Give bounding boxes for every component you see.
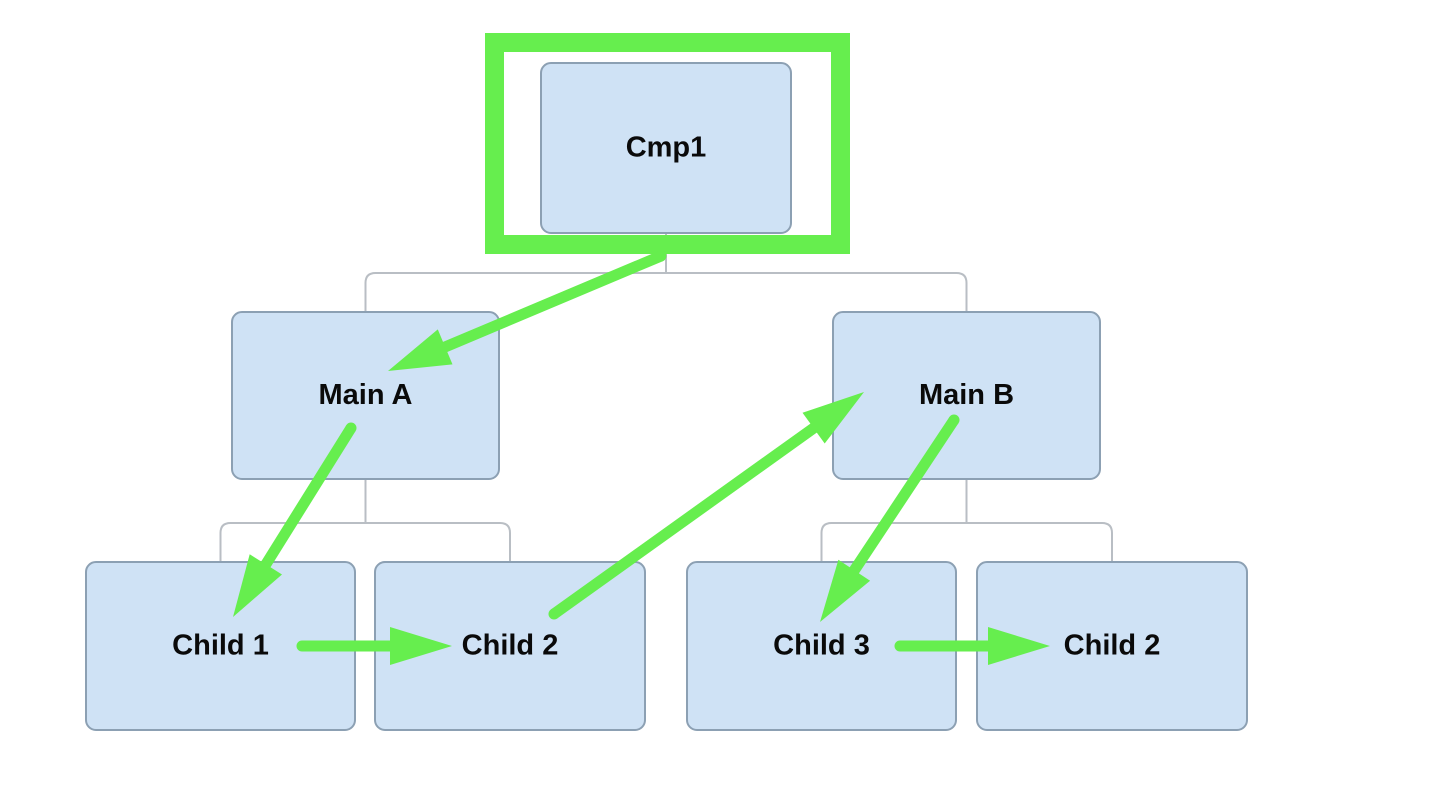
annotation-arrow-child1-to-child2a bbox=[302, 627, 452, 665]
annotation-arrow-tail-cap bbox=[894, 640, 906, 652]
node-child-2-left[interactable]: Child 2 bbox=[374, 561, 646, 731]
annotation-arrow-tail-cap bbox=[296, 640, 308, 652]
annotation-arrow-child3-to-child2b bbox=[900, 627, 1050, 665]
annotation-arrow-layer bbox=[233, 250, 1050, 665]
annotation-arrow-mainA-to-child1 bbox=[233, 425, 356, 617]
annotation-arrow-tail-cap bbox=[548, 608, 560, 620]
node-child-1-label: Child 1 bbox=[172, 630, 269, 662]
node-cmp1-label: Cmp1 bbox=[626, 132, 707, 164]
node-child-3-label: Child 3 bbox=[773, 630, 870, 662]
annotation-arrow-child2a-to-mainB bbox=[550, 392, 864, 619]
annotation-arrow-tail-cap bbox=[948, 414, 960, 426]
highlight-frame-cmp1 bbox=[485, 33, 850, 254]
node-main-b-label: Main B bbox=[919, 379, 1014, 411]
node-child-2-right[interactable]: Child 2 bbox=[976, 561, 1248, 731]
node-cmp1-rect[interactable] bbox=[540, 62, 792, 234]
connector-mainA-to-children bbox=[219, 479, 511, 562]
node-main-b-rect[interactable] bbox=[832, 311, 1101, 480]
node-layer: Cmp1 Main A Main B Child 1 Child 2 Child… bbox=[85, 62, 1248, 731]
annotation-arrow-cmp1-to-mainA bbox=[388, 250, 664, 371]
node-main-a-label: Main A bbox=[319, 379, 413, 411]
connector-mainB-to-children bbox=[820, 479, 1113, 562]
node-cmp1[interactable]: Cmp1 bbox=[540, 62, 792, 234]
node-main-b[interactable]: Main B bbox=[832, 311, 1101, 480]
node-child-2-right-label: Child 2 bbox=[1064, 630, 1161, 662]
annotation-arrow-tail-cap bbox=[345, 422, 357, 434]
annotation-arrow-mainB-to-child3 bbox=[820, 417, 959, 622]
annotation-arrow-tail-cap bbox=[655, 250, 667, 262]
node-child-2-left-label: Child 2 bbox=[462, 630, 559, 662]
